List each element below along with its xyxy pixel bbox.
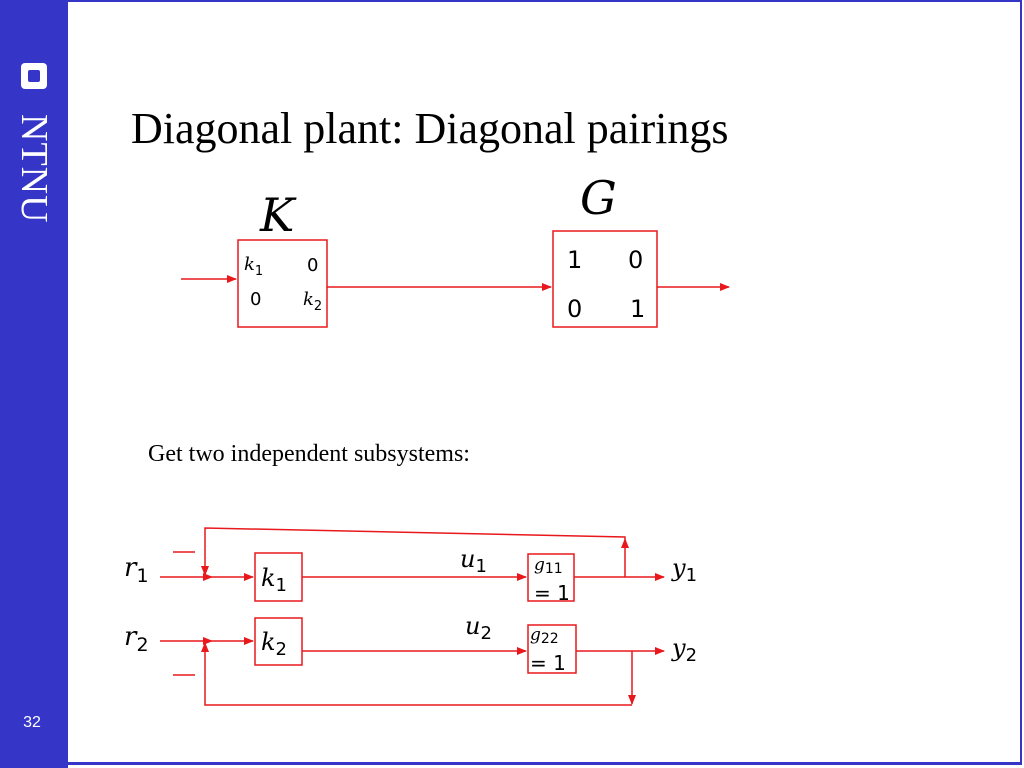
slide-caption: Get two independent subsystems: [148, 441, 470, 467]
slide-title: Diagonal plant: Diagonal pairings [131, 104, 729, 153]
feedback-2-path [201, 642, 632, 706]
ntnu-logo-text: NTNU [13, 114, 55, 224]
u1-label: u1 [460, 545, 487, 577]
controller-k1: k1 [244, 254, 263, 279]
y2-label: y2 [671, 634, 697, 666]
plant-g21: 0 [567, 295, 582, 323]
g22-block [527, 624, 577, 674]
g22-value: = 1 [530, 651, 566, 675]
plant-g11: 1 [567, 246, 582, 274]
controller-k21: 0 [250, 289, 261, 310]
y1-label: y1 [671, 554, 697, 586]
controller-label: K [259, 188, 297, 242]
plant-g12: 0 [628, 246, 643, 274]
k1-block-label: k1 [261, 564, 287, 596]
k2-block [254, 617, 303, 666]
r1-label: r1 [124, 553, 149, 587]
g22-label: g22 [530, 625, 559, 647]
controller-block [237, 239, 328, 328]
slide-frame [68, 0, 1022, 765]
page-number: 32 [23, 714, 41, 731]
u2-label: u2 [465, 612, 492, 644]
plant-label: G [580, 171, 617, 225]
bottom-diagram: r1 r2 k1 k2 g11 = 1 g22 = 1 u1 u2 y1 y2 [124, 527, 697, 706]
feedback-1-path [201, 527, 626, 576]
r2-label: r2 [124, 622, 149, 656]
controller-k12: 0 [307, 255, 318, 276]
g11-value: = 1 [534, 581, 570, 605]
plant-g22: 1 [630, 295, 645, 323]
top-diagram: K G k1 0 0 k2 1 0 0 1 [181, 171, 730, 328]
k2-block-label: k2 [261, 628, 287, 660]
ntnu-square-icon [21, 63, 47, 89]
ntnu-sidebar: NTNU 32 [0, 0, 68, 768]
plant-block [552, 230, 658, 328]
controller-k2: k2 [303, 289, 322, 314]
g11-label: g11 [534, 555, 563, 577]
